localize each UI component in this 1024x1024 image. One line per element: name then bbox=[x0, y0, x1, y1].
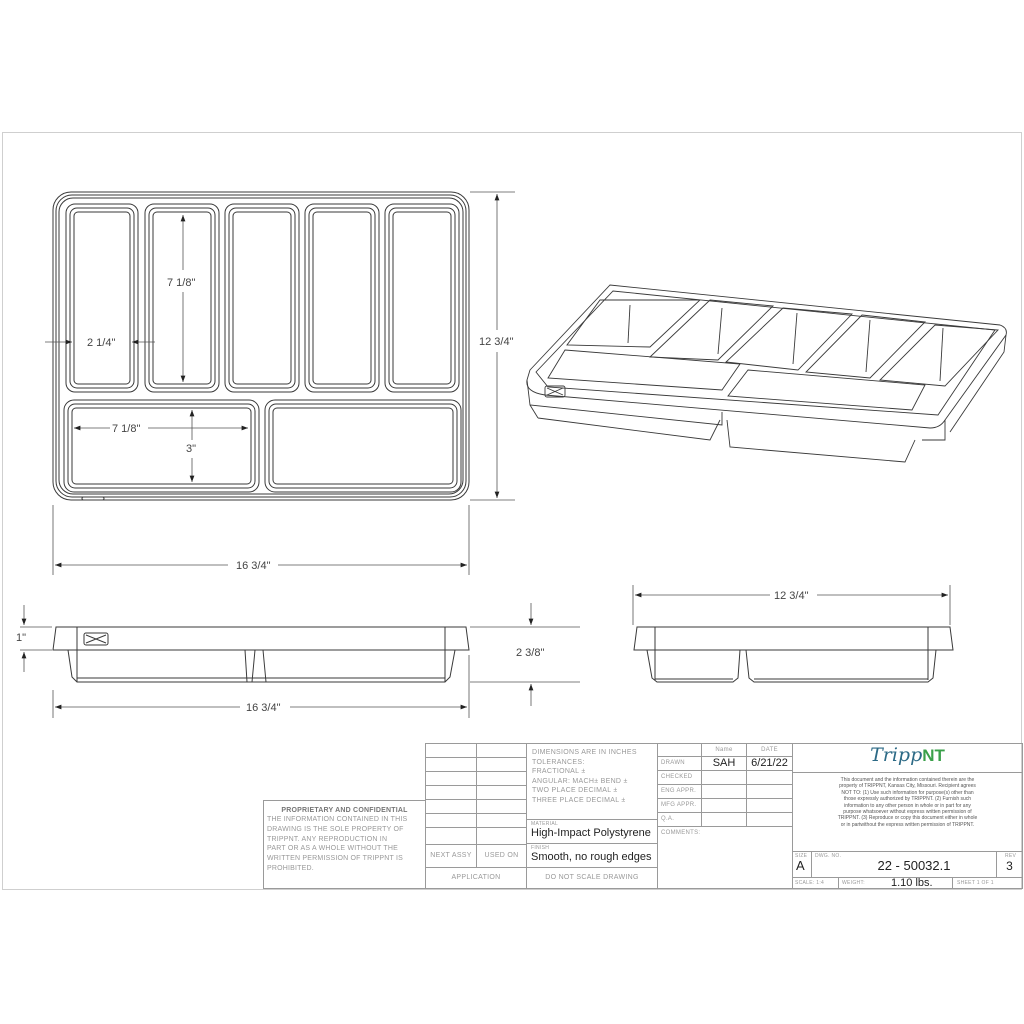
material-box: MATERIAL High-Impact Polystyrene bbox=[526, 819, 658, 844]
do-not-scale-note: DO NOT SCALE DRAWING bbox=[526, 867, 658, 889]
qa-label: Q.A. bbox=[657, 812, 702, 827]
trippnt-logo: TrippNT bbox=[870, 744, 945, 766]
dwg-no-box: DWG. NO. 22 - 50032.1 bbox=[811, 851, 997, 878]
front-view-dimensions bbox=[20, 603, 580, 718]
small-compartment-2 bbox=[144, 203, 220, 393]
dim-rim-height: 1" bbox=[16, 632, 26, 644]
next-assy-label: NEXT ASSY bbox=[425, 844, 477, 868]
dim-small-compartment-width: 2 1/4" bbox=[87, 337, 115, 349]
comments-box: COMMENTS: bbox=[657, 826, 793, 889]
date-header: DATE bbox=[746, 743, 793, 757]
small-compartment-1 bbox=[65, 203, 139, 393]
small-compartment-5 bbox=[384, 203, 460, 393]
finish-box: FINISH Smooth, no rough edges bbox=[526, 843, 658, 868]
rev-value: 3 bbox=[1006, 859, 1013, 873]
checked-label: CHECKED bbox=[657, 770, 702, 785]
drawn-name: SAH bbox=[701, 756, 747, 771]
small-compartment-4 bbox=[304, 203, 380, 393]
drawing-sheet-border bbox=[2, 132, 1022, 890]
dim-overall-width-top: 16 3/4" bbox=[236, 560, 271, 572]
company-logo-box: TrippNT bbox=[792, 743, 1023, 773]
large-compartment-1 bbox=[63, 399, 260, 493]
rev-box: REV 3 bbox=[996, 851, 1023, 878]
large-compartment-2 bbox=[264, 399, 462, 493]
dwg-no-value: 22 - 50032.1 bbox=[877, 858, 951, 873]
company-notice: This document and the information contai… bbox=[837, 777, 978, 828]
material-label: MATERIAL bbox=[531, 821, 559, 827]
size-box: SIZE A bbox=[792, 851, 812, 878]
dim-large-compartment-length: 7 1/8" bbox=[112, 423, 140, 435]
top-view-dimensions bbox=[45, 191, 515, 575]
isometric-view bbox=[526, 284, 1007, 463]
proprietary-box: PROPRIETARY AND CONFIDENTIAL THE INFORMA… bbox=[263, 800, 425, 889]
top-view bbox=[52, 191, 470, 501]
dim-overall-width-front: 16 3/4" bbox=[246, 702, 281, 714]
scale-label: SCALE: 1:4 bbox=[792, 877, 839, 889]
side-view-dimensions bbox=[632, 585, 951, 625]
drawn-label: DRAWN bbox=[657, 756, 702, 771]
front-view bbox=[52, 626, 470, 683]
dim-large-compartment-width: 3" bbox=[186, 443, 196, 455]
mfg-appr-label: MFG APPR. bbox=[657, 798, 702, 813]
company-notice-box: This document and the information contai… bbox=[792, 772, 1023, 852]
eng-appr-label: ENG APPR. bbox=[657, 784, 702, 799]
finish-label: FINISH bbox=[531, 845, 550, 851]
dim-small-compartment-length: 7 1/8" bbox=[167, 277, 195, 289]
sheet-label: SHEET 1 OF 1 bbox=[952, 877, 1023, 889]
finish-value: Smooth, no rough edges bbox=[531, 851, 652, 863]
dim-overall-height: 2 3/8" bbox=[516, 647, 544, 659]
comments-label: COMMENTS: bbox=[661, 830, 701, 836]
application-label: APPLICATION bbox=[425, 867, 527, 889]
tolerances-box: DIMENSIONS ARE IN INCHES TOLERANCES: FRA… bbox=[526, 743, 658, 820]
material-value: High-Impact Polystyrene bbox=[531, 827, 651, 839]
weight-value: 1.10 lbs. bbox=[891, 877, 933, 889]
proprietary-title: PROPRIETARY AND CONFIDENTIAL bbox=[281, 807, 408, 814]
tolerance-units: DIMENSIONS ARE IN INCHES bbox=[532, 749, 637, 756]
dim-overall-depth-side: 12 3/4" bbox=[774, 590, 809, 602]
used-on-label: USED ON bbox=[476, 844, 527, 868]
size-value: A bbox=[796, 858, 805, 873]
proprietary-text: THE INFORMATION CONTAINED IN THIS DRAWIN… bbox=[267, 816, 408, 872]
drawn-date: 6/21/22 bbox=[746, 756, 793, 771]
dim-overall-depth-top: 12 3/4" bbox=[479, 336, 514, 348]
side-view bbox=[633, 626, 954, 683]
weight-box: WEIGHT: 1.10 lbs. bbox=[838, 877, 953, 889]
name-header: Name bbox=[701, 743, 747, 757]
small-compartment-3 bbox=[224, 203, 300, 393]
